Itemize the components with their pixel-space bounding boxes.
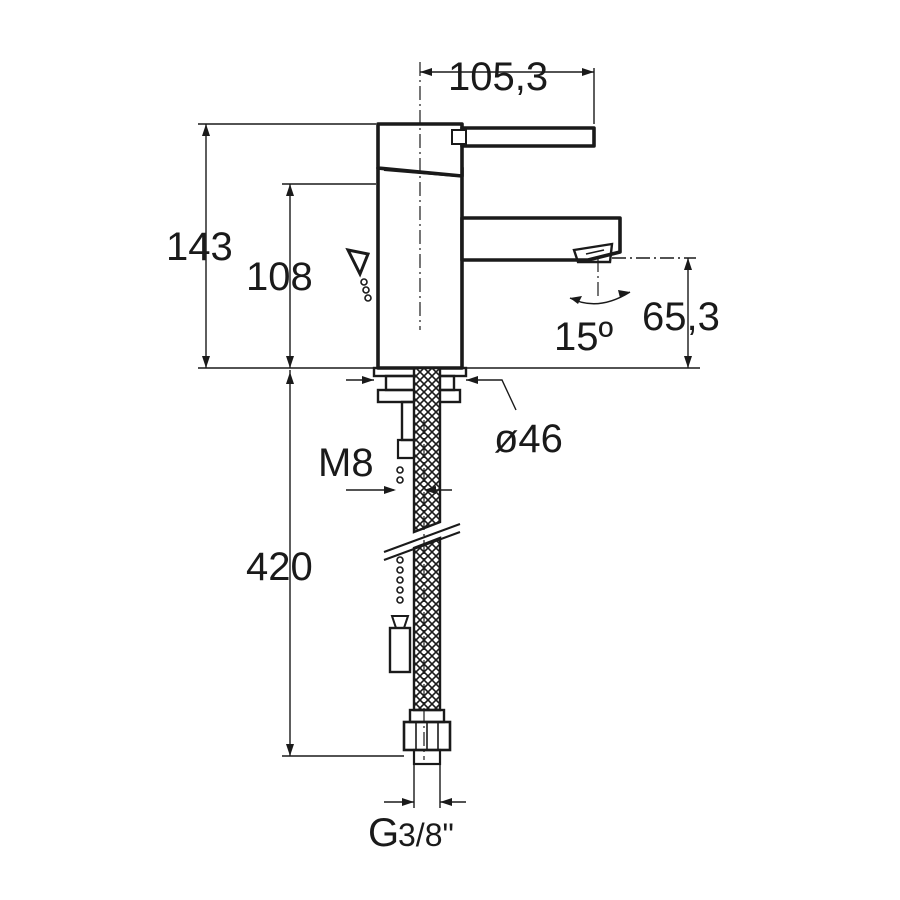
dim-height-total bbox=[198, 123, 700, 369]
label-height-spout: 108 bbox=[246, 255, 313, 299]
popup-chain bbox=[388, 466, 412, 674]
label-connection-fraction: 3/8" bbox=[398, 817, 454, 853]
label-hose-length: 420 bbox=[246, 545, 313, 589]
label-thread: M8 bbox=[318, 441, 374, 485]
dim-base-diameter bbox=[346, 376, 517, 411]
label-width-top: 105,3 bbox=[448, 55, 548, 99]
dim-width-top bbox=[420, 68, 595, 124]
popup-pull bbox=[345, 247, 372, 302]
dim-hose-length bbox=[282, 370, 404, 757]
dim-connection bbox=[384, 764, 466, 808]
dim-angle bbox=[569, 290, 631, 305]
label-connection-main: G bbox=[368, 811, 399, 855]
flexible-hose bbox=[383, 366, 461, 712]
label-base-diameter: ø46 bbox=[494, 417, 563, 461]
label-spout-clearance: 65,3 bbox=[642, 295, 720, 339]
connection-nut bbox=[402, 708, 452, 766]
label-angle: 15º bbox=[554, 315, 613, 359]
dim-spout-clearance bbox=[612, 257, 696, 368]
dim-thread bbox=[346, 486, 452, 494]
dim-height-spout bbox=[282, 183, 376, 368]
label-height-total: 143 bbox=[166, 225, 233, 269]
faucet-body bbox=[376, 122, 622, 370]
